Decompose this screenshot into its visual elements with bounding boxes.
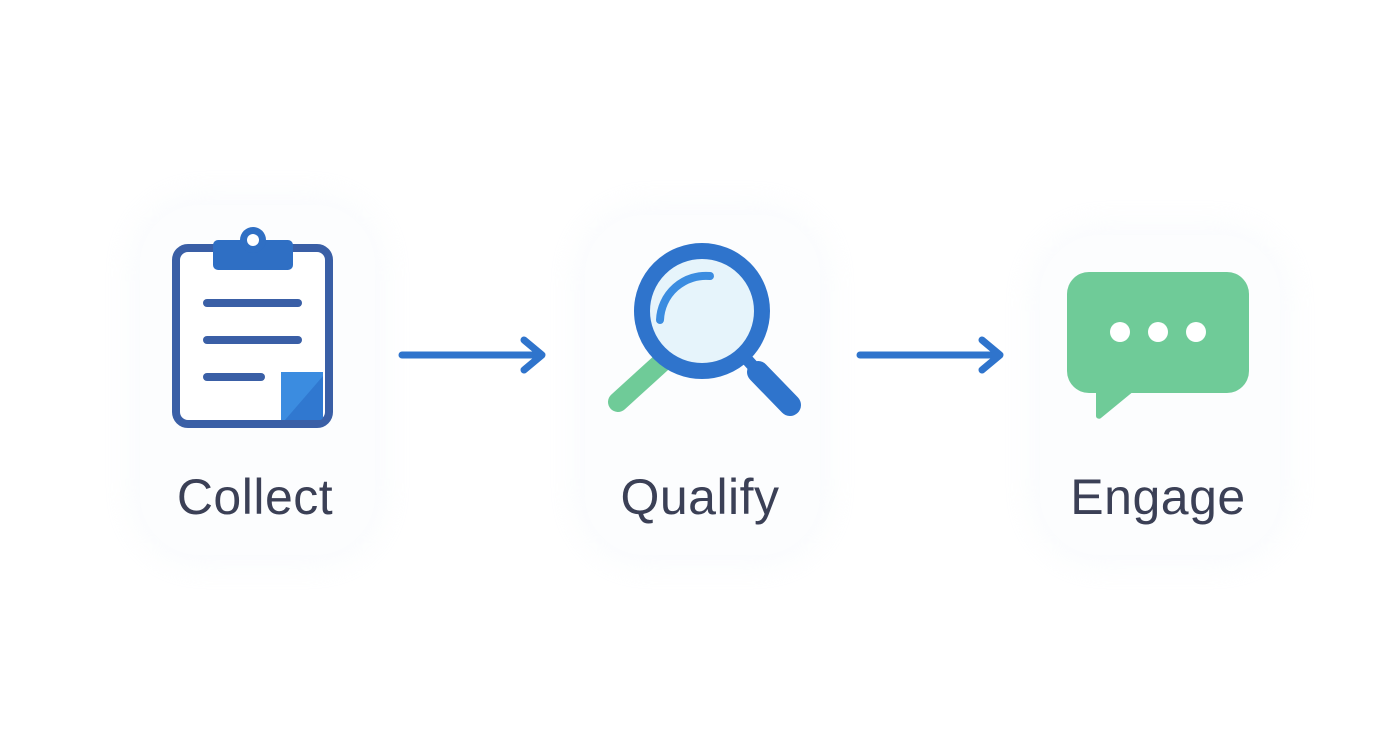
magnifying-glass-icon bbox=[600, 238, 810, 423]
arrow-right-icon bbox=[396, 332, 551, 378]
step-label-engage: Engage bbox=[1070, 469, 1246, 525]
clipboard-icon bbox=[165, 222, 340, 437]
arrow-right-icon bbox=[854, 332, 1009, 378]
chat-bubble-icon bbox=[1062, 268, 1254, 428]
step-label-qualify: Qualify bbox=[620, 469, 780, 525]
step-label-collect: Collect bbox=[176, 469, 334, 525]
